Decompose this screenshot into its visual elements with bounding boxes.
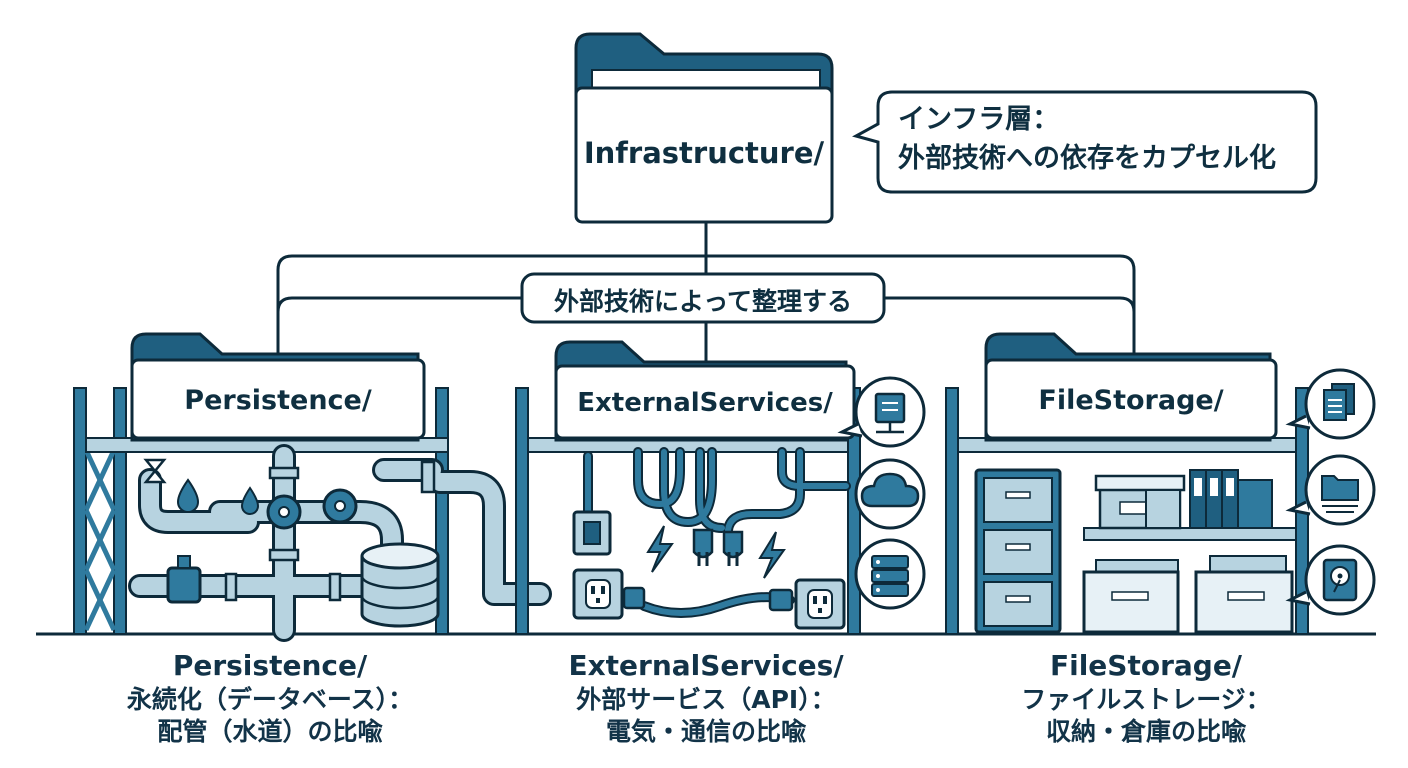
file-storage-illustration (945, 332, 1376, 635)
file-storage-caption-line-1: ファイルストレージ： (1021, 684, 1271, 714)
persistence-caption-title: Persistence/ (172, 649, 368, 682)
storage-box-icon (1094, 474, 1186, 530)
persistence-caption-line-2: 配管（水道）の比喩 (157, 716, 383, 746)
lightning-icon (646, 525, 786, 579)
file-storage-folder-label[interactable]: FileStorage/ (1038, 385, 1224, 416)
file-storage-caption-line-2: 収納・倉庫の比喩 (1045, 716, 1246, 746)
external-services-caption-line-2: 電気・通信の比喩 (605, 716, 806, 746)
root-callout-line-1: インフラ層： (898, 104, 1060, 135)
external-services-caption-title: ExternalServices/ (568, 649, 844, 682)
external-services-caption: ExternalServices/ 外部サービス（API）： 電気・通信の比喩 (496, 648, 916, 748)
external-services-caption-line-1: 外部サービス（API）： (576, 684, 836, 714)
water-drop-icon (176, 478, 260, 515)
valve-icon (166, 488, 358, 604)
connector-label: 外部技術によって整理する (553, 287, 852, 316)
database-icon (360, 542, 440, 628)
server-icon (837, 376, 926, 448)
persistence-illustration (73, 332, 552, 642)
file-storage-caption: FileStorage/ ファイルストレージ： 収納・倉庫の比喩 (936, 648, 1356, 748)
server-rack-icon (854, 538, 926, 610)
cloud-icon (854, 458, 926, 530)
filing-cabinet-icon (974, 468, 1062, 634)
persistence-caption-line-1: 永続化（データベース）： (126, 684, 414, 714)
file-box-icon (1082, 555, 1294, 634)
connector-label-box (520, 272, 886, 324)
outlet-icon (572, 568, 846, 630)
root-callout-line-2: 外部技術への依存をカプセル化 (898, 143, 1276, 175)
external-services-folder-label[interactable]: ExternalServices/ (577, 388, 833, 418)
plug-icon (622, 528, 794, 612)
root-callout-bubble (852, 90, 1318, 194)
file-storage-caption-title: FileStorage/ (1049, 649, 1243, 682)
documents-icon (1285, 368, 1376, 440)
folder-icon (1285, 454, 1376, 526)
root-folder-label[interactable]: Infrastructure/ (583, 136, 825, 170)
external-services-illustration (515, 340, 926, 635)
hard-drive-icon (1285, 544, 1376, 616)
root-folder-icon (574, 32, 834, 224)
root-callout: インフラ層： 外部技術への依存をカプセル化 (898, 100, 1276, 178)
persistence-folder-label[interactable]: Persistence/ (184, 385, 372, 416)
persistence-caption: Persistence/ 永続化（データベース）： 配管（水道）の比喩 (60, 648, 480, 748)
